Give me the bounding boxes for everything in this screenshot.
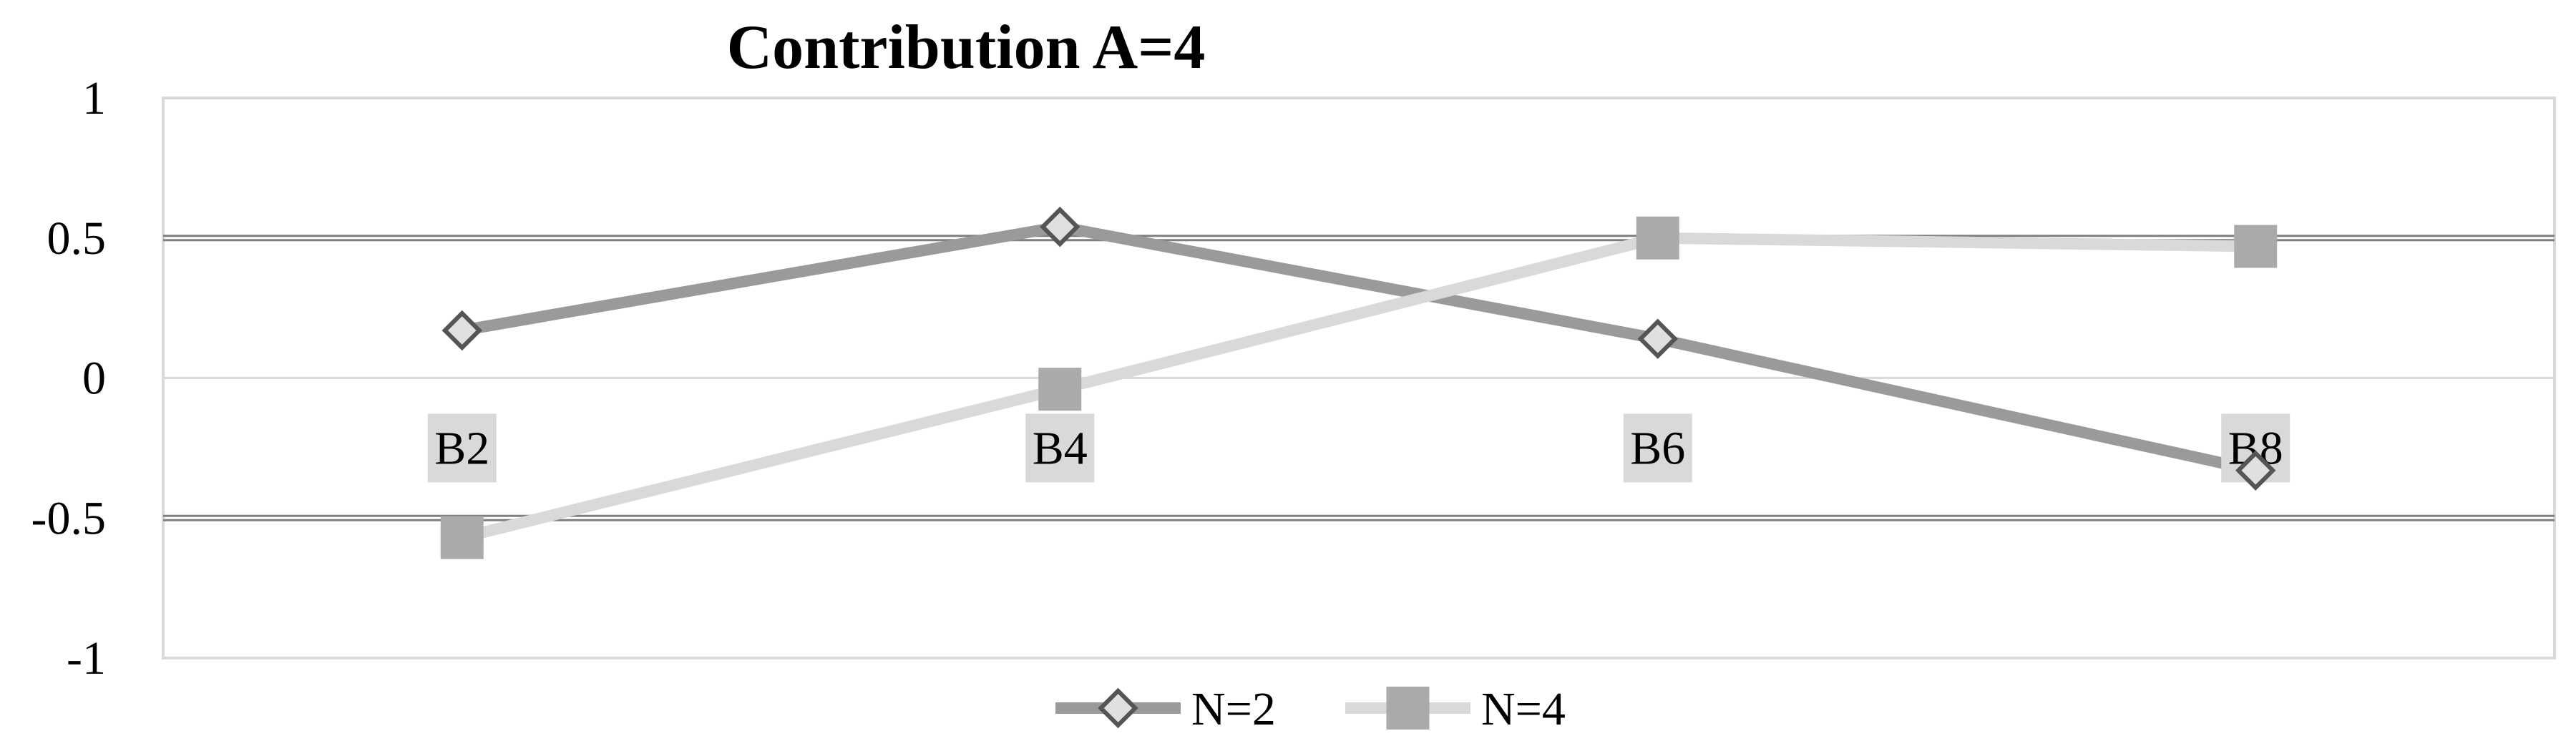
category-label-bg — [427, 413, 497, 483]
category-label-bg — [1025, 413, 1095, 483]
data-point-square — [2234, 225, 2278, 268]
y-tick-label: 1 — [82, 72, 106, 124]
series-line-1 — [461, 221, 2257, 476]
series-lines — [460, 221, 2257, 544]
category-label-bg — [1623, 413, 1692, 483]
legend-marker-diamond — [1098, 687, 1138, 729]
data-point-diamond — [1637, 318, 1678, 359]
y-tick-label: -0.5 — [31, 492, 106, 544]
category-label: B4 — [1033, 422, 1088, 474]
chart-title: Contribution A=4 — [727, 13, 1206, 82]
y-tick-label: 0.5 — [47, 212, 107, 265]
data-point-diamond — [1040, 206, 1080, 247]
data-point-diamond — [441, 310, 482, 351]
legend-marker-square — [1386, 687, 1430, 730]
category-label: B2 — [434, 422, 489, 474]
data-point-square — [1038, 368, 1082, 411]
data-point-square — [1636, 216, 1679, 260]
y-tick-label: 0 — [82, 353, 106, 405]
legend: N=2 N=4 — [1055, 683, 1566, 735]
y-axis-ticks: 1 0.5 0 -0.5 -1 — [31, 72, 106, 684]
legend-label: N=4 — [1481, 683, 1566, 735]
series-markers — [440, 206, 2278, 559]
data-point-square — [440, 516, 484, 559]
legend-label: N=2 — [1191, 683, 1276, 735]
y-tick-label: -1 — [67, 632, 106, 684]
series-line-2 — [460, 232, 2256, 544]
data-point-diamond — [2235, 450, 2276, 491]
category-label: B6 — [1630, 422, 1685, 474]
